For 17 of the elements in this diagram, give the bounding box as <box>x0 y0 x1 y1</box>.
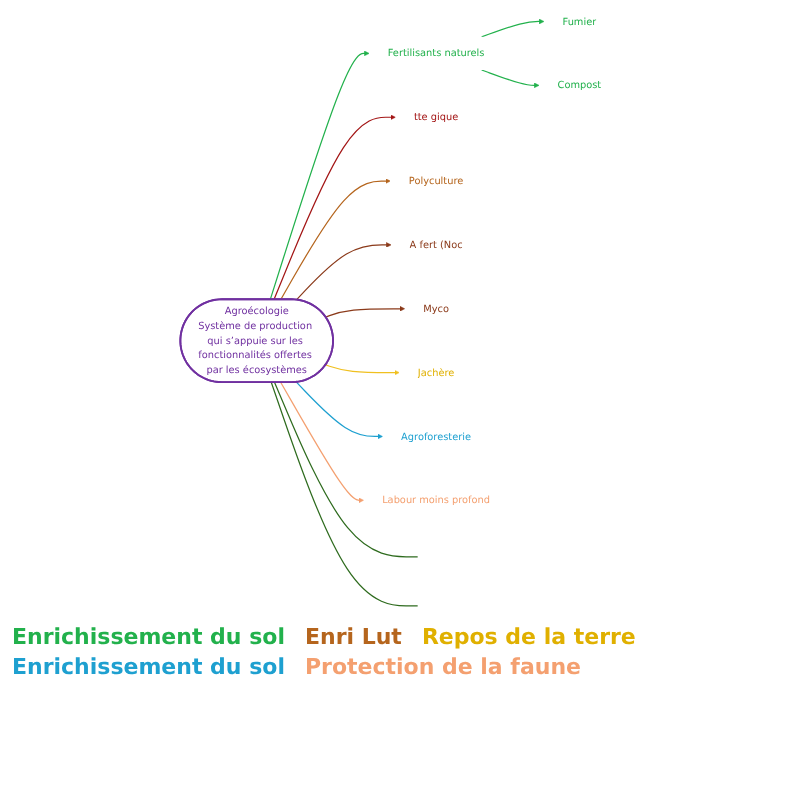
arrow <box>295 242 392 301</box>
arrow <box>481 69 540 89</box>
connector-line <box>270 381 419 607</box>
arrow <box>325 306 406 318</box>
arrow <box>280 381 364 503</box>
note-text: Enrichissement du sol <box>12 654 285 680</box>
note-text: Protection de la faune <box>304 654 582 680</box>
arrow <box>295 381 383 440</box>
note-text: Repos de la terre <box>421 624 636 650</box>
note-text: Enrichissement du sol <box>12 624 285 650</box>
note-text: Enri Lut <box>304 624 402 650</box>
arrow <box>325 364 400 376</box>
arrow <box>273 114 396 301</box>
arrow <box>280 178 391 301</box>
arrow <box>269 50 370 301</box>
arrow <box>481 18 545 38</box>
connector-line <box>273 381 419 558</box>
